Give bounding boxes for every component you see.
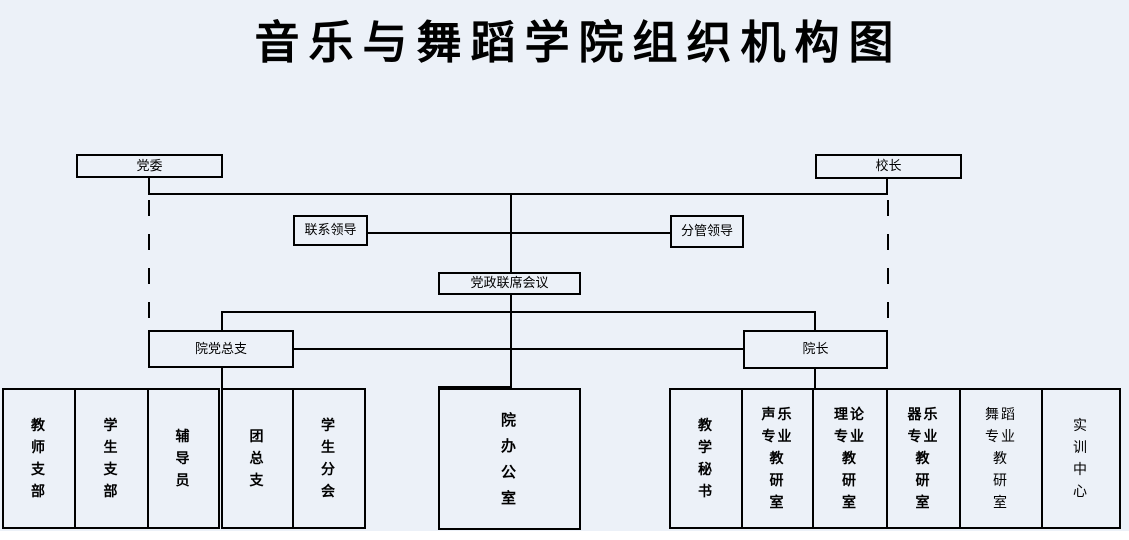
connector-office-top xyxy=(438,386,512,389)
connector-leaders-horizontal xyxy=(366,232,671,234)
node-teaching-secretary: 教 学 秘 书 xyxy=(669,388,743,529)
node-joint-meeting: 党政联席会议 xyxy=(438,272,581,295)
node-counselors: 辅 导 员 xyxy=(147,388,220,529)
node-training-center: 实 训 中 心 xyxy=(1041,388,1121,529)
node-party-committee: 党委 xyxy=(76,154,223,178)
connector-dean-down xyxy=(814,367,816,389)
connector-dashed-left xyxy=(148,200,150,330)
node-instrumental-teaching-office: 器乐 专业 教 研 室 xyxy=(886,388,961,529)
connector-branch-dean-horizontal xyxy=(292,348,744,350)
page-title: 音乐与舞蹈学院组织机构图 xyxy=(254,16,903,69)
node-liaison-leaders: 联系领导 xyxy=(293,215,368,246)
node-charge-leaders: 分管领导 xyxy=(670,215,744,248)
node-student-branch: 学 生 支 部 xyxy=(74,388,149,529)
node-party-general-branch: 院党总支 xyxy=(148,330,294,368)
connector-top-horizontal xyxy=(148,193,888,195)
connector-party-committee-drop xyxy=(148,176,150,194)
node-president: 校长 xyxy=(815,154,962,179)
node-college-office: 院 办 公 室 xyxy=(438,388,581,530)
connector-party-branch-up xyxy=(221,311,223,331)
connector-party-branch-down xyxy=(221,366,223,389)
page-background-strip xyxy=(0,531,1129,540)
node-vocal-music-teaching-office: 声乐 专业 教 研 室 xyxy=(741,388,814,529)
connector-dashed-right xyxy=(887,200,889,330)
node-dean: 院长 xyxy=(743,330,888,369)
node-dance-teaching-office: 舞蹈 专业 教 研 室 xyxy=(959,388,1043,529)
node-teacher-branch: 教 师 支 部 xyxy=(2,388,76,529)
connector-dean-up xyxy=(814,311,816,331)
connector-center-lower xyxy=(510,293,512,389)
node-theory-teaching-office: 理论 专业 教 研 室 xyxy=(812,388,888,529)
connector-level3-horizontal xyxy=(221,311,816,313)
node-league-general-branch: 团 总 支 xyxy=(221,388,294,529)
connector-president-drop xyxy=(886,178,888,194)
node-student-association: 学 生 分 会 xyxy=(292,388,366,529)
